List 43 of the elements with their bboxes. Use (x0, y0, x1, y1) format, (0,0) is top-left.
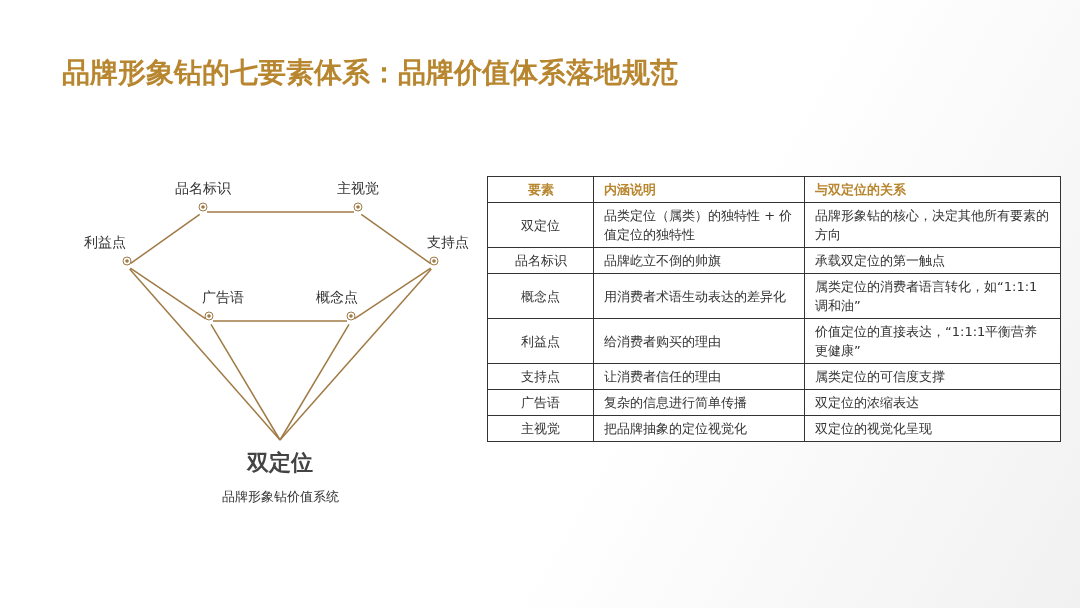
node-label: 概念点 (316, 289, 358, 307)
table-cell: 把品牌抽象的定位视觉化 (593, 415, 805, 442)
connector-line (212, 320, 348, 322)
connector-line (279, 268, 433, 441)
table-cell: 利益点 (487, 318, 594, 364)
table-cell: 品名标识 (487, 247, 594, 274)
node-label: 双定位 (247, 449, 313, 477)
table-cell: 复杂的信息进行简单传播 (593, 389, 805, 416)
table-cell: 品牌形象钻的核心，决定其他所有要素的方向 (804, 202, 1061, 248)
diagram-caption: 品牌形象钻价值系统 (220, 488, 340, 506)
table-cell: 双定位的视觉化呈现 (804, 415, 1061, 442)
slide-title: 品牌形象钻的七要素体系：品牌价值体系落地规范 (62, 55, 678, 91)
header-cell: 要素 (487, 176, 594, 203)
table-cell: 让消费者信任的理由 (593, 363, 805, 390)
header-cell: 内涵说明 (593, 176, 805, 203)
connector-line (279, 323, 350, 441)
table-cell: 给消费者购买的理由 (593, 318, 805, 364)
connector-line (129, 213, 201, 265)
node-label: 品名标识 (175, 180, 231, 198)
connector-line (360, 213, 432, 265)
node-label: 利益点 (84, 234, 126, 252)
connector-line (128, 268, 281, 441)
table-cell: 双定位 (487, 202, 594, 248)
table-cell: 概念点 (487, 273, 594, 319)
node-label: 广告语 (202, 289, 244, 307)
table-cell: 主视觉 (487, 415, 594, 442)
node-label: 主视觉 (337, 180, 379, 198)
connector-line (129, 267, 207, 320)
table-cell: 支持点 (487, 363, 594, 390)
connector-line (206, 211, 355, 213)
header-cell: 与双定位的关系 (804, 176, 1061, 203)
table-cell: 品类定位（属类）的独特性 + 价值定位的独特性 (593, 202, 805, 248)
table-cell: 广告语 (487, 389, 594, 416)
table-cell: 承载双定位的第一触点 (804, 247, 1061, 274)
table-cell: 用消费者术语生动表达的差异化 (593, 273, 805, 319)
node-label: 支持点 (427, 234, 469, 252)
table-cell: 品牌屹立不倒的帅旗 (593, 247, 805, 274)
table-cell: 属类定位的消费者语言转化，如“1:1:1调和油” (804, 273, 1061, 319)
connector-line (210, 323, 281, 441)
connector-line (353, 267, 432, 320)
table-cell: 价值定位的直接表达，“1:1:1平衡营养更健康” (804, 318, 1061, 364)
table-cell: 属类定位的可信度支撑 (804, 363, 1061, 390)
table-cell: 双定位的浓缩表达 (804, 389, 1061, 416)
